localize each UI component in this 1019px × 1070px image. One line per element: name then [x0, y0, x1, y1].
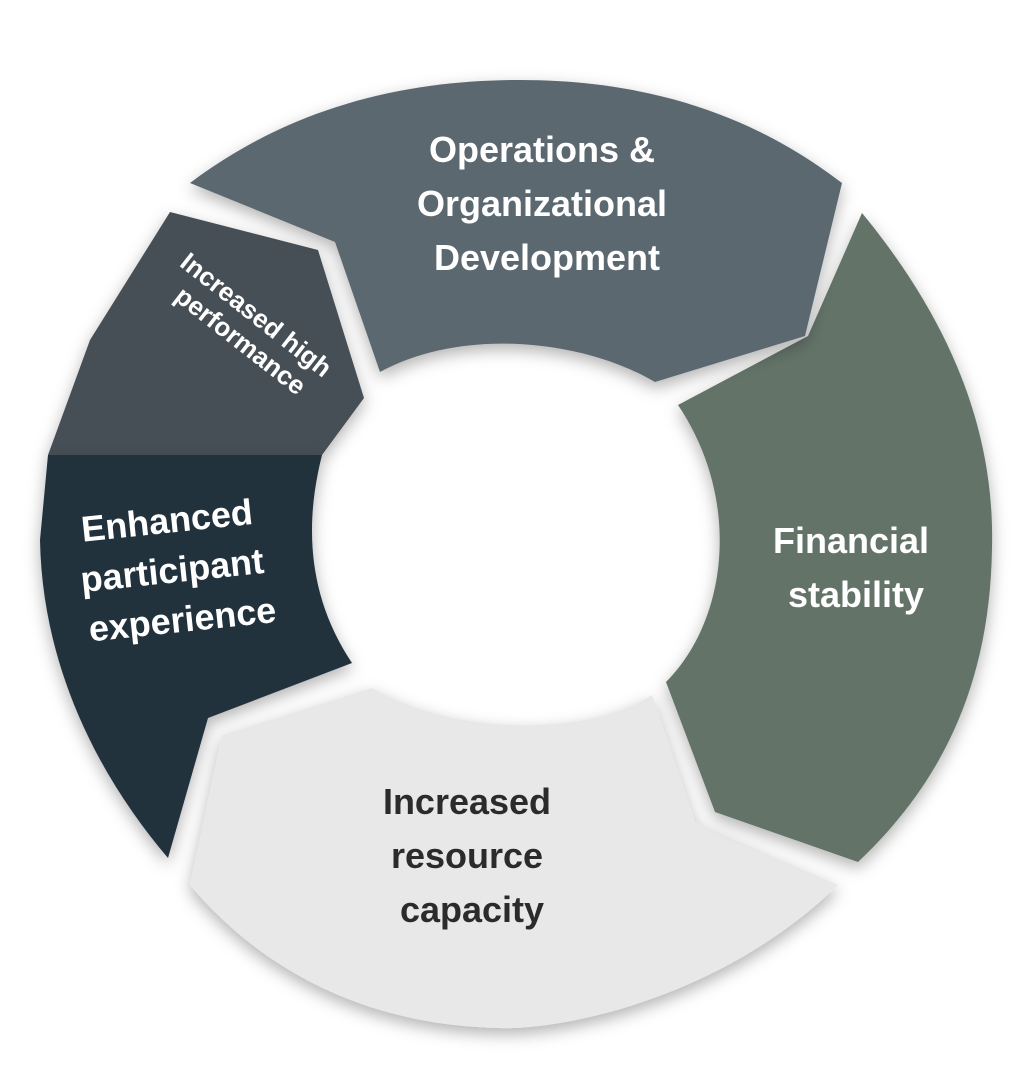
- segment-financial-line-1: Financial: [773, 520, 929, 561]
- segment-operations-line-1: Operations &: [429, 129, 655, 170]
- segment-financial-line-2: stability: [788, 574, 924, 615]
- segment-participant: Enhanced participant experience: [40, 455, 352, 858]
- segment-performance-shape: [48, 212, 364, 455]
- segment-participant-label: Enhanced participant experience: [73, 489, 281, 650]
- segment-operations: Operations & Organizational Development: [190, 80, 842, 382]
- segment-operations-line-2: Organizational: [417, 183, 667, 224]
- segment-resource-shape: [190, 688, 838, 1029]
- segment-financial-label: Financial stability: [773, 520, 939, 615]
- segment-resource-line-3: capacity: [400, 889, 544, 930]
- segment-operations-line-3: Development: [434, 237, 660, 278]
- segment-resource: Increased resource capacity: [190, 688, 838, 1029]
- segment-performance: Increased high performance: [48, 212, 364, 455]
- segment-resource-line-2: resource: [391, 835, 543, 876]
- segment-resource-label: Increased resource capacity: [383, 781, 561, 930]
- segment-financial-shape: [666, 213, 993, 862]
- segment-operations-shape: [190, 80, 842, 382]
- segment-operations-label: Operations & Organizational Development: [417, 129, 677, 278]
- segment-participant-shape: [40, 455, 352, 858]
- segment-resource-line-1: Increased: [383, 781, 551, 822]
- segment-financial: Financial stability: [666, 213, 993, 862]
